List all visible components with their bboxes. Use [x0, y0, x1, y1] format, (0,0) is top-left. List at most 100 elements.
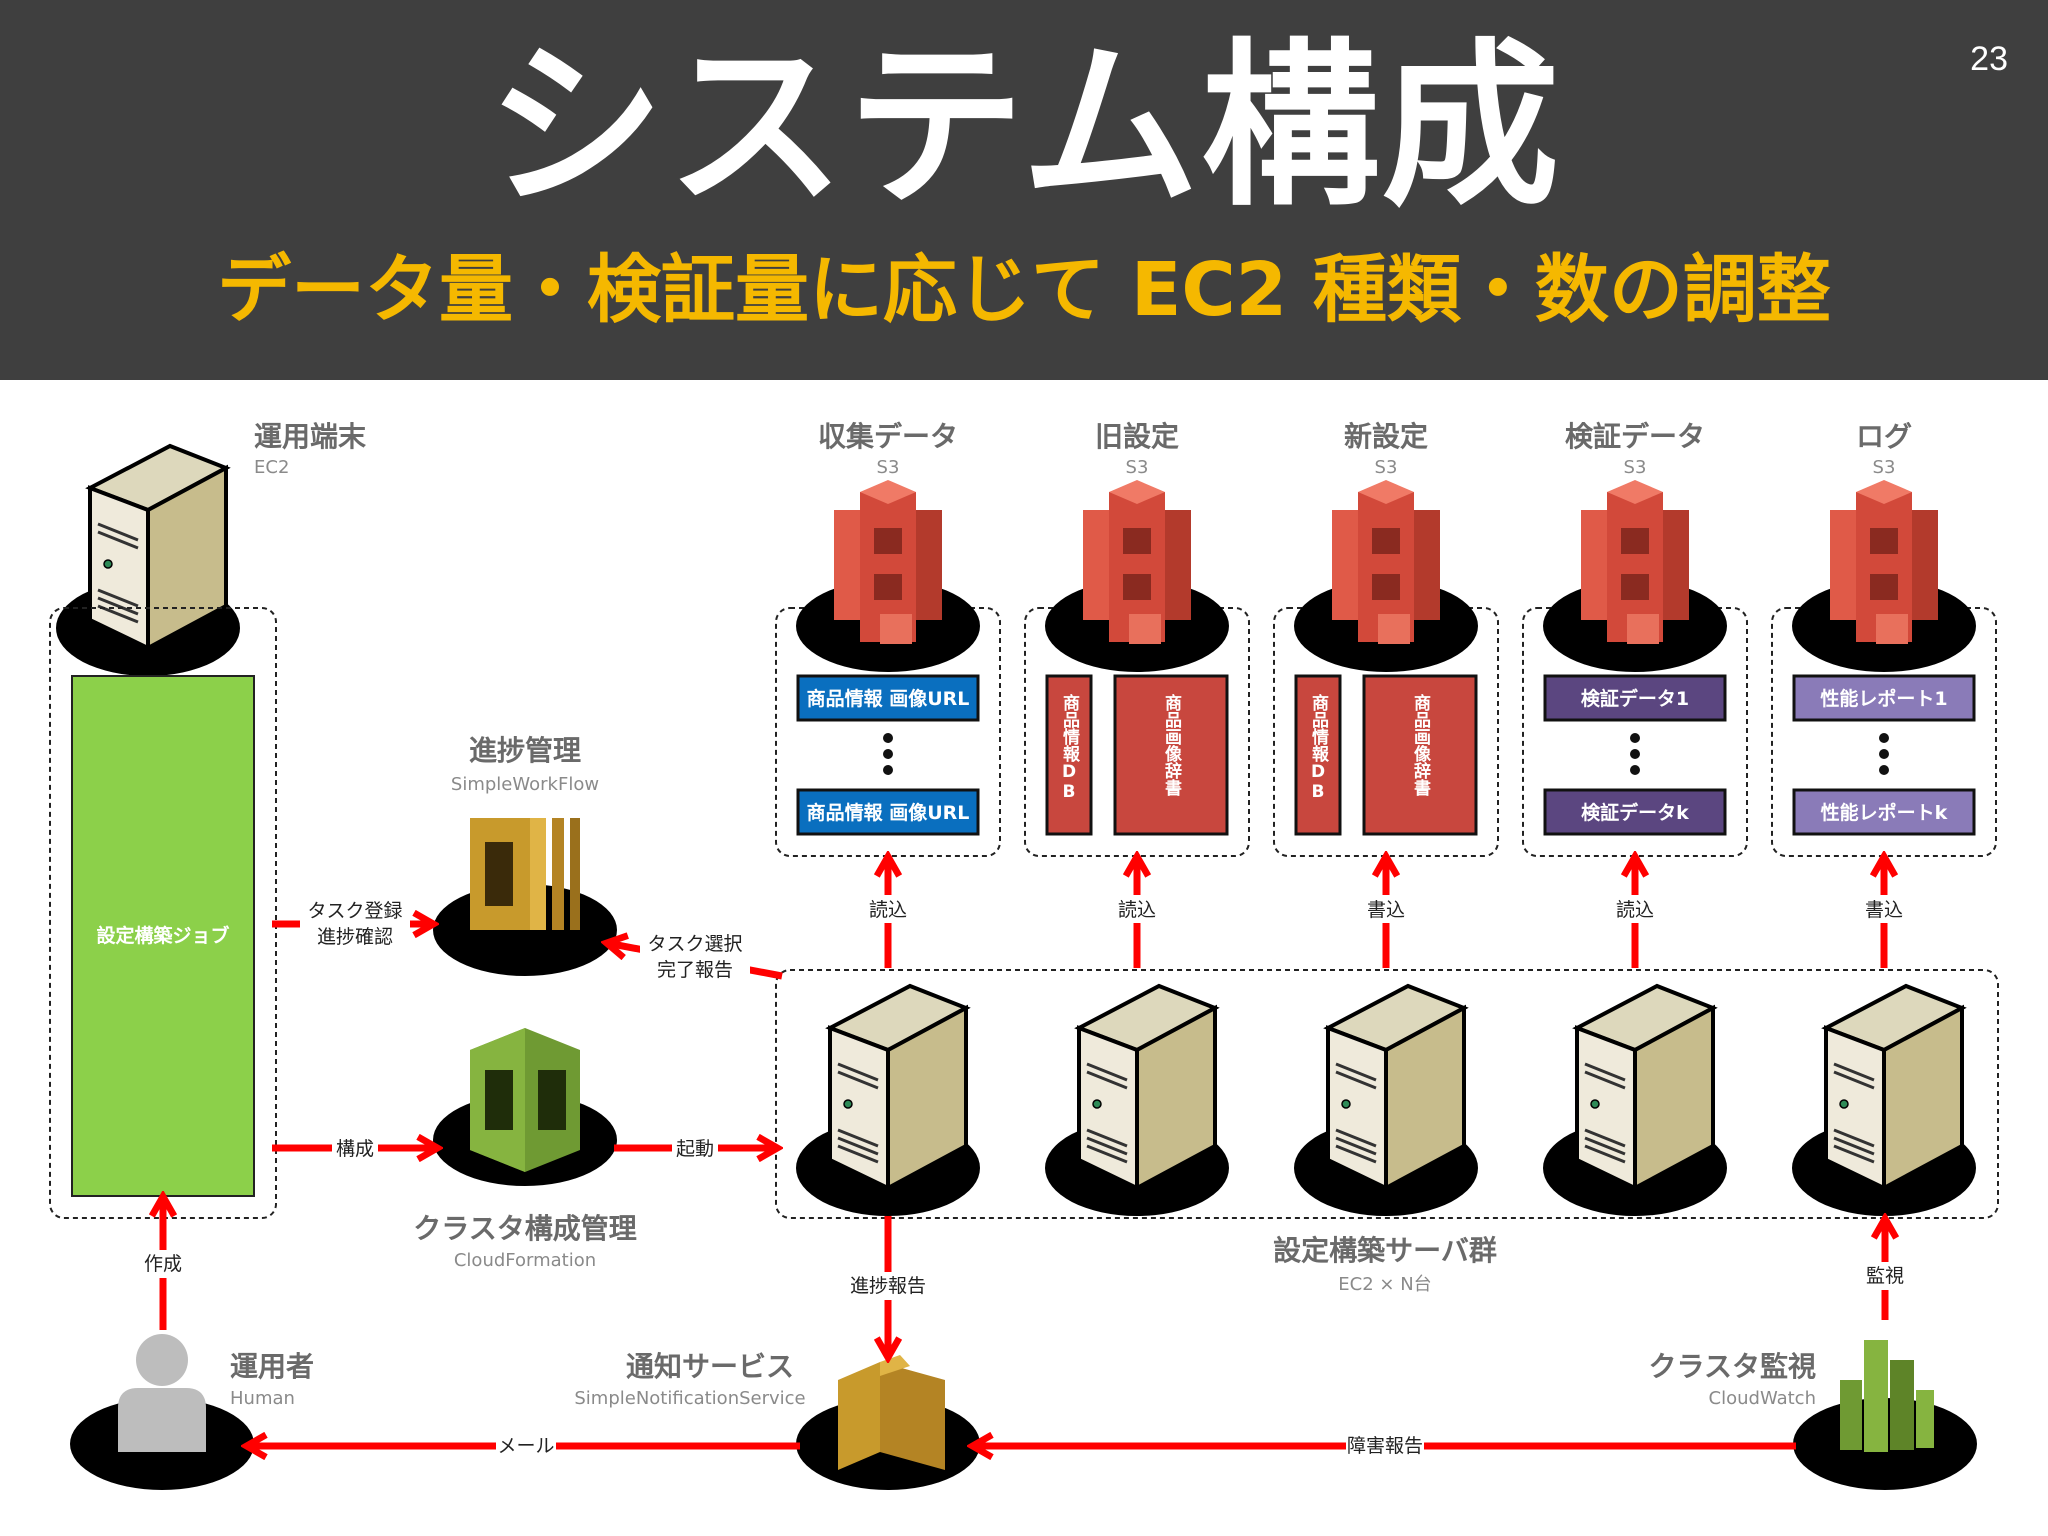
arrow-label-bg	[1611, 895, 1659, 923]
bucket-item-last	[1792, 788, 1976, 836]
bucket-item-label: 検証データ1	[1581, 687, 1689, 710]
operator-terminal: 運用端末 EC2 設定構築ジョブ	[49, 420, 366, 1219]
server-group-label: 設定構築サーバ群 EC2 × N台	[1273, 1234, 1497, 1295]
arrow-label-bucket-io: 読込	[1118, 899, 1156, 921]
bucket-frame	[1024, 607, 1250, 857]
bucket-title: 検証データ	[1565, 420, 1705, 453]
operator: 運用者 Human	[70, 1334, 314, 1490]
bucket-frame	[1273, 607, 1499, 857]
bucket-3: 新設定 S3 商品情報DB 商品画像辞書	[1273, 420, 1499, 857]
arrow-label-bucket-io: 読込	[1616, 899, 1654, 921]
operator-title: 運用者	[230, 1350, 314, 1383]
bucket-item-label: 商品情報DB	[1059, 693, 1080, 802]
cluster-monitor-subtitle: CloudWatch	[1709, 1388, 1816, 1409]
notification-subtitle: SimpleNotificationService	[574, 1388, 805, 1409]
server-group	[794, 984, 1978, 1218]
label-progress-check: 進捗確認	[317, 926, 393, 948]
title-banner: システム構成 データ量・検証量に応じて EC2 種類・数の調整 23	[0, 0, 2048, 380]
label-monitor: 監視	[1866, 1265, 1904, 1287]
server-icon	[1292, 984, 1480, 1218]
config-job-label: 設定構築ジョブ	[96, 924, 229, 947]
arrow-label-bucket-io: 読込	[869, 899, 907, 921]
notification-service: 通知サービス SimpleNotificationService	[574, 1350, 980, 1490]
bucket-subtitle: S3	[1624, 457, 1647, 478]
bucket-subtitle: S3	[1873, 457, 1896, 478]
arrow-label-bg	[1113, 895, 1161, 923]
cluster-config-management: クラスタ構成管理 CloudFormation	[413, 1028, 637, 1271]
bucket-4: 検証データ S3 検証データ1 検証データk	[1522, 420, 1748, 857]
progress-management-title: 進捗管理	[469, 734, 581, 767]
progress-management: 進捗管理 SimpleWorkFlow	[433, 734, 617, 976]
label-progress-report: 進捗報告	[850, 1275, 926, 1297]
swf-icon	[433, 818, 617, 976]
db-box	[1045, 674, 1093, 836]
s3-icon	[1045, 480, 1229, 672]
arrow-label-bucket-io: 書込	[1865, 899, 1903, 921]
bucket-item-last	[1543, 788, 1727, 836]
bucket-item-first	[1543, 674, 1727, 722]
arrow-labels: タスク登録 進捗確認 タスク選択 完了報告 構成 起動 作成 進捗報告 監視 メ…	[138, 898, 1910, 1460]
dictionary-box	[1362, 674, 1478, 836]
label-completion-report: 完了報告	[657, 959, 733, 981]
bucket-title: 新設定	[1344, 420, 1428, 453]
bucket-title: ログ	[1856, 420, 1912, 453]
server-icon	[1043, 984, 1231, 1218]
bucket-frame	[775, 607, 1001, 857]
label-configure: 構成	[336, 1138, 374, 1160]
server-icon	[54, 444, 242, 678]
bucket-item-label: 商品画像辞書	[1410, 693, 1431, 797]
cluster-config-subtitle: CloudFormation	[454, 1250, 596, 1271]
s3-icon	[1792, 480, 1976, 672]
arrow-label-bucket-io: 書込	[1367, 899, 1405, 921]
sns-icon	[796, 1355, 980, 1490]
bucket-item-label: 商品情報DB	[1308, 693, 1329, 802]
cluster-monitoring: クラスタ監視 CloudWatch	[1649, 1340, 1977, 1490]
arrow-label-bg	[1362, 895, 1410, 923]
bucket-item-last	[796, 788, 980, 836]
label-mail: メール	[497, 1435, 554, 1457]
label-create: 作成	[144, 1253, 182, 1275]
page-title: システム構成	[486, 23, 1562, 230]
cluster-monitor-title: クラスタ監視	[1649, 1350, 1816, 1383]
label-failure-report: 障害報告	[1347, 1435, 1423, 1457]
bucket-item-label: 商品情報 画像URL	[807, 687, 970, 710]
ellipsis-icon	[883, 733, 893, 775]
operator-subtitle: Human	[230, 1388, 295, 1409]
bucket-item-label: 性能レポートk	[1821, 801, 1948, 824]
notification-title: 通知サービス	[626, 1350, 794, 1383]
bucket-frame	[1522, 607, 1748, 857]
ellipsis-icon	[1630, 733, 1640, 775]
progress-management-subtitle: SimpleWorkFlow	[451, 774, 599, 795]
cluster-config-title: クラスタ構成管理	[413, 1212, 636, 1245]
bucket-item-first	[796, 674, 980, 722]
bucket-subtitle: S3	[1375, 457, 1398, 478]
operator-terminal-title: 運用端末	[254, 420, 366, 453]
arrow-label-bg	[864, 895, 912, 923]
bucket-item-first	[1792, 674, 1976, 722]
db-box	[1294, 674, 1342, 836]
system-architecture-diagram: 運用端末 EC2 設定構築ジョブ 進捗管理 SimpleWorkFlow クラス…	[49, 420, 1999, 1490]
label-launch: 起動	[676, 1138, 714, 1160]
dictionary-box	[1113, 674, 1229, 836]
page-number: 23	[1970, 40, 2008, 78]
bucket-title: 旧設定	[1095, 420, 1179, 453]
bucket-title: 収集データ	[818, 420, 958, 453]
server-group-title: 設定構築サーバ群	[1273, 1234, 1497, 1267]
ellipsis-icon	[1879, 733, 1889, 775]
server-icon	[1541, 984, 1729, 1218]
server-icon	[794, 984, 982, 1218]
s3-icon	[1543, 480, 1727, 672]
person-icon	[70, 1334, 254, 1490]
bucket-frame	[1771, 607, 1997, 857]
page-subtitle: データ量・検証量に応じて EC2 種類・数の調整	[217, 247, 1831, 333]
s3-icon	[1294, 480, 1478, 672]
bucket-item-label: 検証データk	[1581, 801, 1689, 824]
s3-icon	[796, 480, 980, 672]
cloudwatch-icon	[1793, 1340, 1977, 1490]
label-task-register: タスク登録	[307, 900, 402, 922]
server-group-subtitle: EC2 × N台	[1338, 1274, 1431, 1295]
